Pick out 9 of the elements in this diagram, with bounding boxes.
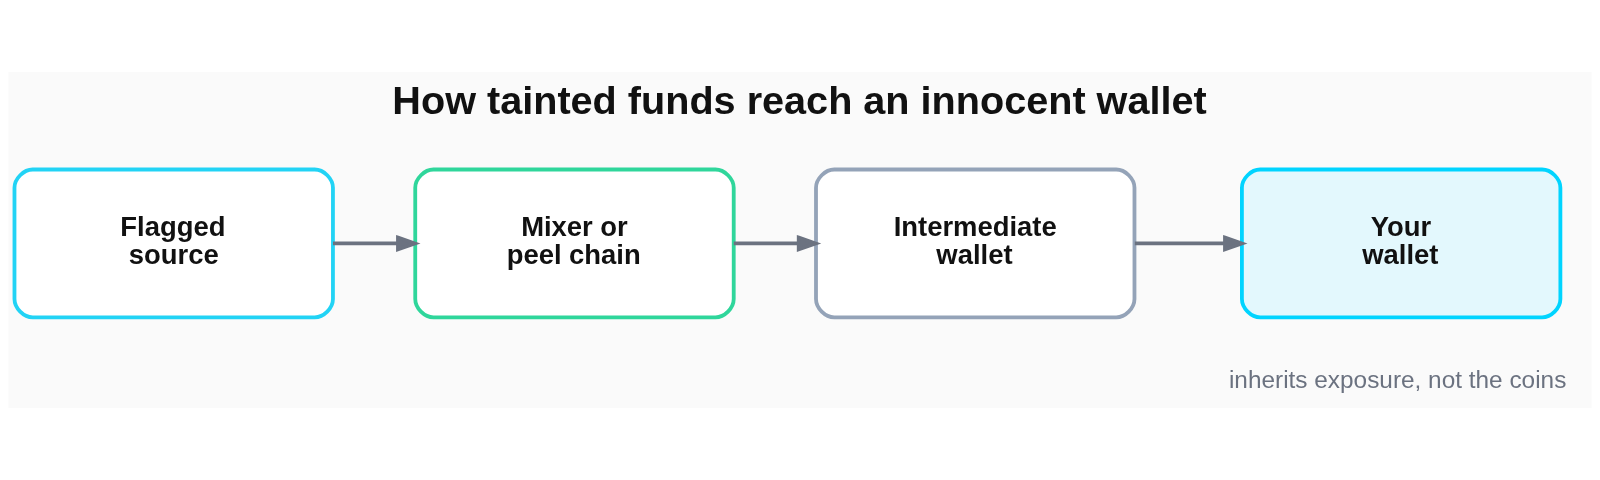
arrow — [1134, 234, 1248, 252]
node-label: inherits exposure, not the coins — [1228, 365, 1567, 393]
node-box: Your wallet — [1240, 167, 1563, 320]
node-box: Intermediate wallet — [814, 167, 1137, 320]
node-box: Flagged source — [12, 167, 335, 320]
diagram-title: How tainted funds reach an innocent wallet — [392, 78, 1207, 123]
node-box: Mixer or peel chain — [413, 167, 736, 320]
arrow — [733, 234, 822, 252]
arrow — [333, 234, 421, 252]
